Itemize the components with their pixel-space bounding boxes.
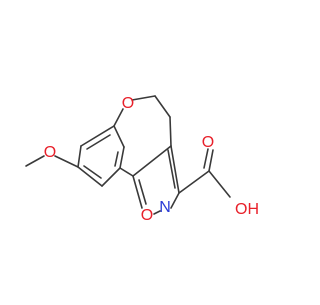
carbonyl-oxygen-label: O (202, 134, 214, 151)
bond (119, 146, 125, 169)
bond (167, 149, 176, 189)
structure-canvas: O O O N O OH (25, 95, 259, 224)
bond (208, 149, 214, 172)
bond (154, 95, 171, 118)
isoxazole-nitrogen-label: N (159, 199, 171, 216)
bond (131, 95, 156, 101)
molecule-drawing: O O O N O OH (25, 95, 259, 224)
bond-lines (25, 95, 231, 215)
bond (153, 210, 161, 215)
bond (80, 125, 115, 147)
bond (101, 167, 121, 187)
bond (132, 145, 172, 177)
bond (83, 165, 102, 179)
bond (25, 155, 45, 167)
bond (169, 116, 172, 147)
bond (138, 179, 147, 205)
bond (77, 166, 103, 187)
bond (178, 170, 210, 194)
ring-oxygen-label: O (122, 95, 134, 112)
hydroxyl-label: OH (235, 201, 259, 218)
bond (170, 192, 180, 209)
bond (114, 151, 119, 167)
bond (86, 134, 111, 150)
bond (54, 155, 79, 168)
bond (113, 108, 124, 127)
bond (119, 167, 134, 177)
bond (113, 125, 125, 148)
bond (132, 175, 143, 209)
bond (170, 145, 180, 194)
bond (77, 145, 82, 168)
methoxy-oxygen-label: O (44, 144, 56, 161)
bond (208, 170, 231, 198)
isoxazole-oxygen-label: O (141, 207, 153, 224)
bond (203, 148, 209, 169)
